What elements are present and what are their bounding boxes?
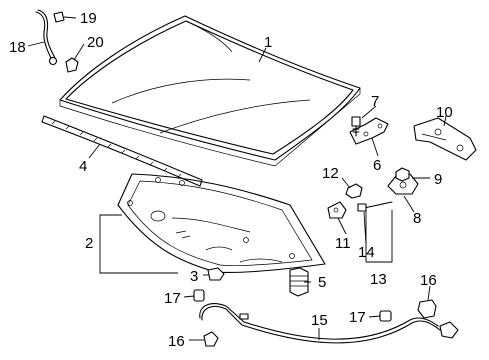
callout-5: 5 <box>318 274 326 291</box>
callout-9: 9 <box>434 171 442 188</box>
callout-8: 8 <box>413 210 421 227</box>
hood-hinge <box>349 117 389 145</box>
hood-panel <box>59 15 361 167</box>
callout-18: 18 <box>9 39 26 56</box>
release-handle-lower <box>203 331 219 347</box>
release-handle-upper <box>417 299 459 339</box>
cable-clip-left <box>193 289 205 302</box>
cable-clip-right <box>379 310 392 322</box>
callout-20: 20 <box>87 34 104 51</box>
callout-11: 11 <box>335 235 351 252</box>
hood-seal-strip <box>41 115 203 187</box>
callout-13: 13 <box>370 271 387 288</box>
leader-lines <box>27 16 447 341</box>
callout-4: 4 <box>79 158 87 175</box>
callout-16-lower: 16 <box>168 333 185 350</box>
support-rod-clip <box>53 11 65 23</box>
hood-release-cable <box>199 303 441 344</box>
callout-7: 7 <box>371 93 379 110</box>
callout-15: 15 <box>311 312 328 329</box>
hinge-bracket <box>413 117 477 161</box>
callout-14: 14 <box>358 244 375 261</box>
latch-nut <box>395 167 410 182</box>
hood-support-rod <box>35 9 58 66</box>
hinge-bolt <box>351 116 361 137</box>
hood-insulator <box>117 173 326 274</box>
callout-3: 3 <box>190 268 198 285</box>
callout-12: 12 <box>322 165 339 182</box>
callout-labels: 1 2 3 4 5 6 7 8 9 10 11 12 13 14 15 16 1… <box>9 10 453 350</box>
callout-19: 19 <box>80 10 97 27</box>
callout-10: 10 <box>436 104 453 121</box>
hood-bumper-stop <box>289 267 309 297</box>
retainer-clip <box>207 267 225 281</box>
release-cable-end <box>357 201 393 212</box>
callout-17-right: 17 <box>349 309 366 326</box>
support-rod-grommet <box>65 57 79 73</box>
callout-6: 6 <box>373 157 381 174</box>
callout-17-left: 17 <box>164 290 181 307</box>
callout-2: 2 <box>85 235 93 252</box>
callout-16-upper: 16 <box>420 272 437 289</box>
callout-1: 1 <box>264 34 272 51</box>
latch-striker-bracket <box>327 201 347 219</box>
